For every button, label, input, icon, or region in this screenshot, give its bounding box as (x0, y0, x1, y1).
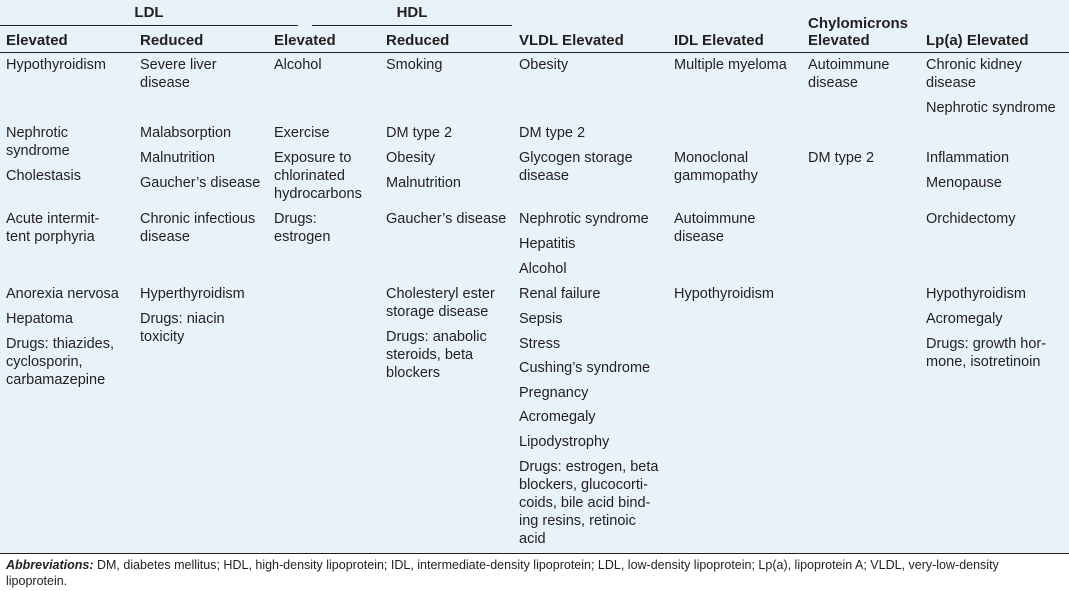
table-cell: Drugs: niacin toxicity (140, 311, 225, 345)
footnote-text: DM, diabetes mellitus; HDL, high-density… (6, 558, 999, 588)
col-header-hdl-reduced: Reduced (386, 32, 450, 49)
table-cell: Nephrotic syndrome (6, 125, 70, 159)
table-cell: Exercise (274, 125, 330, 141)
table-cell: Inflammation (926, 150, 1010, 166)
table-cell: Hepatoma (6, 311, 73, 327)
table-cell: Cholestasis (6, 168, 81, 184)
group-header-ldl: LDL (134, 4, 164, 21)
table-cell: Gaucher’s disease (386, 211, 507, 227)
table-cell: Hypothyroidism (674, 286, 774, 302)
table-cell: DM type 2 (386, 125, 453, 141)
table-cell: Autoimmune disease (808, 57, 890, 91)
col-header-lpa-elevated: Lp(a) Elevated (926, 32, 1029, 49)
table-cell: Drugs: anabolic steroids, beta blockers (386, 329, 487, 381)
header-divider (0, 52, 1069, 53)
table-cell: Renal failure (519, 286, 601, 302)
table-cell: Gaucher’s disease (140, 175, 261, 191)
table-cell: Malabsorption (140, 125, 232, 141)
table-cell: Malnutrition (386, 175, 461, 191)
lipoprotein-table (0, 0, 1069, 553)
table-cell: Alcohol (519, 261, 567, 277)
col-header-chylomicrons-elevated: Chylomicrons Elevated (808, 15, 909, 49)
table-cell: Drugs: estrogen (274, 211, 331, 245)
table-cell: Hepatitis (519, 236, 576, 252)
table-cell: Lipodystrophy (519, 434, 610, 450)
table-cell: Malnutrition (140, 150, 215, 166)
table-cell: DM type 2 (808, 150, 875, 166)
col-header-ldl-reduced: Reduced (140, 32, 204, 49)
table-cell: Pregnancy (519, 385, 589, 401)
table-cell: Autoimmune disease (674, 211, 756, 245)
table-cell: Monoclonal gammopathy (674, 150, 758, 184)
table-cell: Chronic kidney disease (926, 57, 1022, 91)
table-cell: Orchidectomy (926, 211, 1016, 227)
table-cell: Cholesteryl ester storage disease (386, 286, 495, 320)
table-cell: Glycogen storage disease (519, 150, 633, 184)
table-cell: Hyperthyroidism (140, 286, 245, 302)
col-header-hdl-elevated: Elevated (274, 32, 336, 49)
col-header-vldl-elevated: VLDL Elevated (519, 32, 624, 49)
group-header-hdl: HDL (396, 4, 428, 21)
table-cell: Nephrotic syndrome (926, 100, 1056, 116)
table-cell: Severe liver disease (140, 57, 217, 91)
table-cell: Sepsis (519, 311, 563, 327)
group-rule-ldl (0, 25, 298, 26)
table-cell: Menopause (926, 175, 1002, 191)
table-cell: Drugs: estrogen, beta blockers, glucocor… (519, 459, 659, 547)
table-cell: Exposure to chlorinated hydrocarbons (274, 150, 362, 202)
table-cell: Nephrotic syndrome (519, 211, 649, 227)
table-cell: DM type 2 (519, 125, 586, 141)
table-bottom-rule (0, 553, 1069, 554)
table-cell: Acromegaly (926, 311, 1003, 327)
table-cell: Drugs: thiazides, cyclosporin, carbamaze… (6, 336, 114, 388)
table-cell: Stress (519, 336, 561, 352)
table-cell: Anorexia nervosa (6, 286, 119, 302)
footnote-label: Abbreviations: (6, 558, 94, 572)
table-cell: Hypothyroidism (926, 286, 1026, 302)
table-cell: Obesity (386, 150, 436, 166)
abbreviations-footnote: Abbreviations: DM, diabetes mellitus; HD… (6, 557, 1056, 589)
table-cell: Chronic infectious disease (140, 211, 256, 245)
table-cell: Drugs: growth hor- mone, isotretinoin (926, 336, 1047, 370)
table-cell: Alcohol (274, 57, 322, 73)
group-rule-hdl (312, 25, 512, 26)
table-cell: Multiple myeloma (674, 57, 787, 73)
table-cell: Acromegaly (519, 409, 596, 425)
table-cell: Hypothyroidism (6, 57, 106, 73)
table-cell: Cushing’s syndrome (519, 360, 651, 376)
col-header-ldl-elevated: Elevated (6, 32, 68, 49)
table-cell: Smoking (386, 57, 443, 73)
table-cell: Acute intermit- tent porphyria (6, 211, 100, 245)
table-cell: Obesity (519, 57, 569, 73)
col-header-idl-elevated: IDL Elevated (674, 32, 764, 49)
